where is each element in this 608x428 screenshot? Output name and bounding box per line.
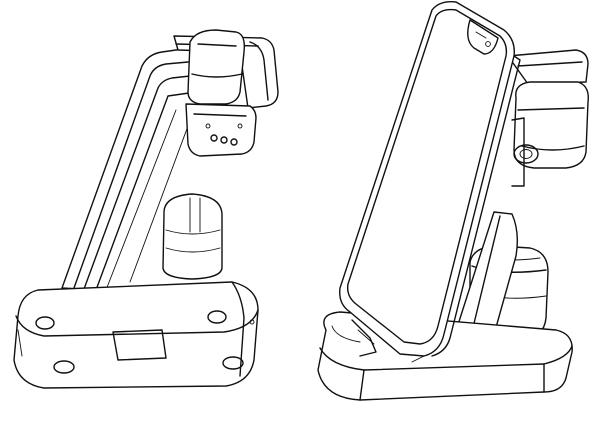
stand-upright-front <box>447 211 519 357</box>
phone-notch <box>467 19 499 55</box>
stand-rear-view <box>13 29 279 389</box>
base-rear <box>13 281 259 389</box>
phone <box>339 0 521 363</box>
watch-holder-front <box>507 49 589 187</box>
label-plate <box>112 329 167 361</box>
foot-pad <box>222 356 244 370</box>
pillar-arm <box>61 47 197 291</box>
earbuds-case-rear <box>162 193 223 280</box>
watch-holder-rear <box>173 29 279 157</box>
foot-pad <box>207 310 227 324</box>
foot-pad <box>35 316 55 330</box>
foot-pad <box>53 360 75 374</box>
stand-front-view <box>317 0 589 401</box>
watch-charger-puck <box>513 144 539 164</box>
